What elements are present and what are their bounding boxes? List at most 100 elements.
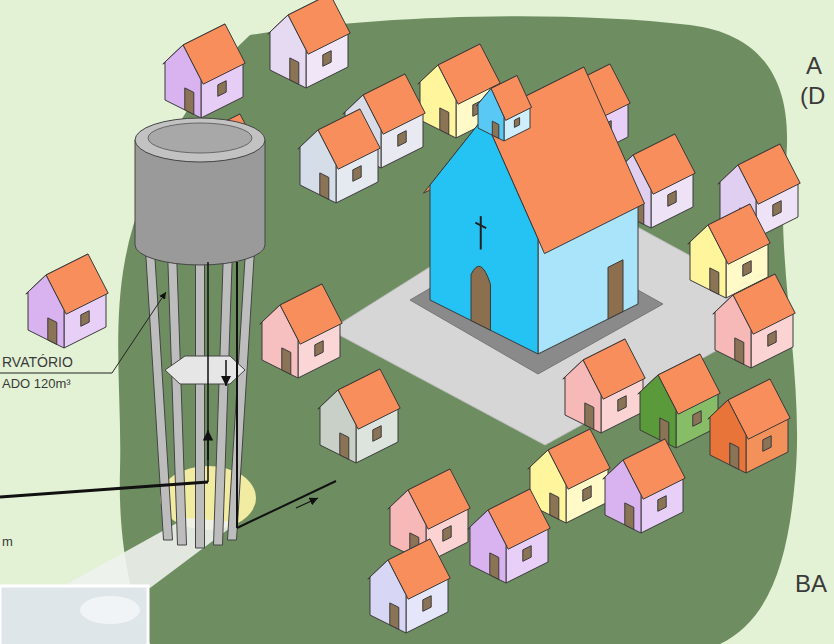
- house-door: [710, 268, 719, 295]
- callout-label: A: [806, 52, 822, 80]
- label-underline: [0, 373, 112, 374]
- house-door: [440, 108, 449, 134]
- tank-column: [146, 250, 173, 540]
- house-door: [282, 348, 291, 375]
- house-door: [290, 58, 299, 85]
- house-window: [81, 311, 89, 327]
- house-window: [773, 201, 781, 217]
- church-tower: [476, 76, 531, 142]
- house: [163, 24, 245, 118]
- church-side-door: [608, 260, 623, 319]
- house-front-wall: [320, 390, 356, 463]
- house-window: [373, 426, 381, 442]
- house-front-wall: [262, 305, 298, 378]
- house: [298, 109, 380, 203]
- leader-line: [112, 292, 166, 373]
- house-door: [320, 173, 329, 200]
- inlet-pipe: [0, 482, 208, 497]
- house: [708, 379, 790, 473]
- house-window: [768, 331, 776, 347]
- house: [26, 254, 108, 348]
- supply-pipe: [237, 481, 336, 528]
- riser-pipe: [207, 262, 209, 482]
- house-front-wall: [470, 510, 506, 583]
- house: [603, 439, 685, 533]
- callout-label: (D: [800, 82, 825, 110]
- village-ground: [118, 16, 797, 644]
- house-window: [618, 396, 626, 412]
- tank-column: [228, 250, 255, 540]
- house-front-wall: [430, 117, 538, 354]
- house-window: [315, 341, 323, 357]
- house-window: [583, 486, 591, 502]
- church-cross: [480, 216, 482, 249]
- house: [468, 489, 550, 583]
- house: [713, 274, 795, 368]
- house-front-wall: [28, 275, 64, 348]
- house-window: [743, 261, 751, 277]
- tank-platform: [165, 356, 245, 384]
- callout-wedge: [60, 518, 238, 588]
- house-front-wall: [690, 225, 726, 298]
- church: [424, 67, 645, 354]
- house-door: [340, 433, 349, 460]
- house-front-wall: [478, 89, 504, 142]
- outlet-pipe: [236, 262, 238, 528]
- village-scene: [0, 0, 800, 644]
- house-door: [48, 318, 57, 345]
- house: [638, 354, 720, 448]
- house-front-wall: [640, 375, 676, 448]
- photo-cloud: [80, 596, 140, 624]
- house-front-wall: [420, 65, 456, 138]
- house-door: [185, 88, 194, 115]
- church-door: [471, 266, 490, 330]
- house-front-wall: [605, 460, 641, 533]
- house-front-wall: [165, 45, 201, 118]
- house: [368, 539, 450, 633]
- house-door: [730, 443, 739, 470]
- house-door: [625, 503, 634, 530]
- house-door: [390, 603, 399, 630]
- house-front-wall: [370, 560, 406, 633]
- house-window: [763, 436, 771, 452]
- house-window: [218, 81, 226, 97]
- tank-column: [196, 250, 205, 548]
- tank-top: [135, 118, 265, 162]
- house-window: [443, 526, 451, 542]
- flow-arrow: [296, 498, 318, 508]
- house-window: [514, 118, 519, 128]
- house-window: [398, 131, 406, 147]
- house-front-wall: [565, 360, 601, 433]
- house-door: [490, 553, 499, 580]
- house-window: [423, 596, 431, 612]
- callout-label: RVATÓRIO: [2, 354, 73, 370]
- flow-arrow: [225, 360, 227, 386]
- house-door: [492, 121, 499, 138]
- house: [260, 284, 342, 378]
- house-door: [735, 338, 744, 365]
- house-front-wall: [710, 400, 746, 473]
- house-front-wall: [300, 130, 336, 203]
- photo-inset: [0, 586, 148, 644]
- house-door: [550, 493, 559, 520]
- house-window: [693, 411, 701, 427]
- house-door: [585, 403, 594, 430]
- house-front-wall: [270, 15, 306, 88]
- church-cross: [475, 223, 486, 228]
- house: [563, 339, 645, 433]
- tank-lid: [148, 123, 252, 153]
- callout-label: ADO 120m³: [2, 377, 71, 392]
- house: [268, 0, 350, 88]
- flow-arrow: [207, 430, 209, 460]
- callout-label: BA: [795, 570, 827, 598]
- house-window: [668, 191, 676, 207]
- house-window: [523, 546, 531, 562]
- house-front-wall: [715, 295, 751, 368]
- callout-label: m: [2, 535, 13, 550]
- house: [318, 369, 400, 463]
- house-window: [658, 496, 666, 512]
- house-window: [323, 51, 331, 67]
- house-window: [353, 166, 361, 182]
